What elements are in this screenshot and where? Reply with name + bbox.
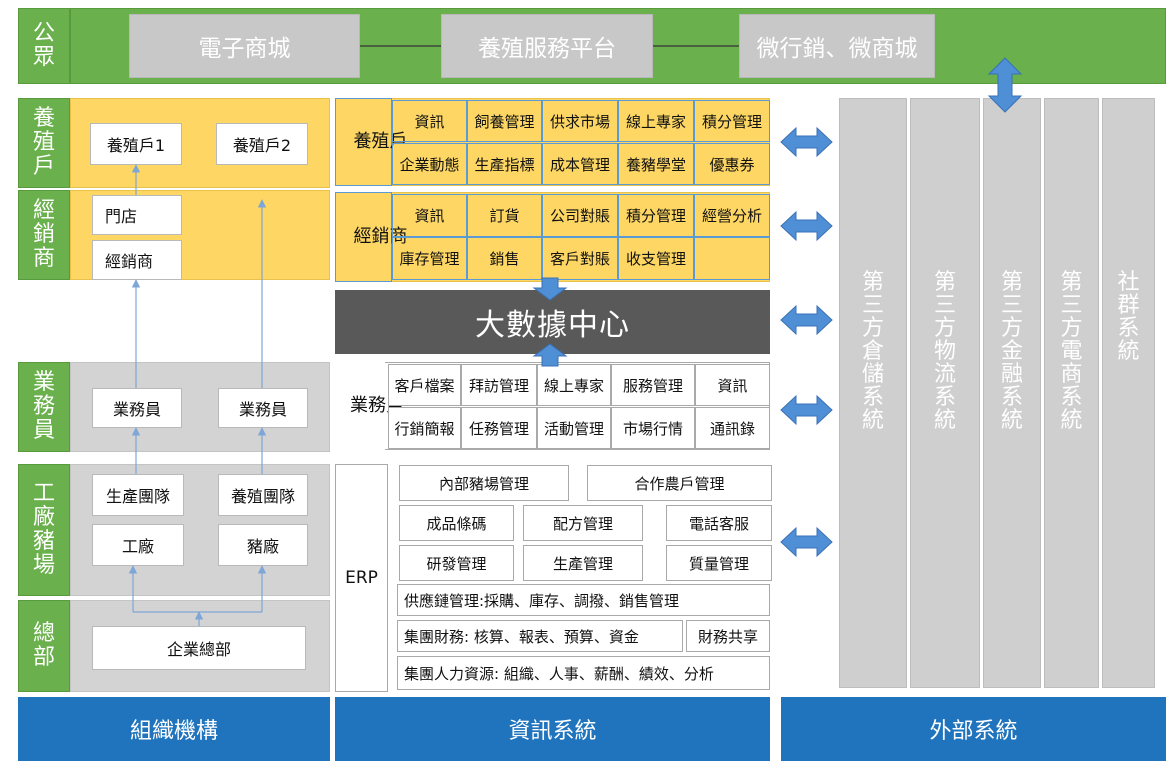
info-sales-cell: 服務管理 [611, 364, 695, 406]
farmer-1-box: 養殖戶1 [90, 123, 182, 165]
info-dealer-cell: 積分管理 [618, 194, 694, 237]
external-system-label: 第三方倉儲系統 [861, 270, 884, 433]
external-system-column: 第三方金融系統 [983, 98, 1041, 688]
info-farmer-cell: 生產指標 [467, 143, 542, 185]
info-farmer-cell: 積分管理 [694, 100, 770, 142]
erp-label: ERP [335, 464, 388, 692]
erp-phone-service: 電話客服 [666, 505, 772, 541]
info-farmer-label: 養殖戶 [335, 98, 408, 186]
factory-box: 工廠 [92, 524, 184, 566]
external-system-label: 第三方金融系統 [1000, 270, 1023, 433]
info-dealer-cell: 收支管理 [618, 237, 694, 280]
info-dealer-cell: 資訊 [392, 194, 467, 237]
pig-farm-box: 豬廠 [218, 524, 308, 566]
info-sales-cell: 行銷簡報 [388, 407, 461, 449]
erp-barcode: 成品條碼 [399, 505, 514, 541]
erp-rnd: 研發管理 [399, 545, 514, 581]
info-farmer-cell: 線上專家 [618, 100, 694, 142]
bi-arrow-erp [780, 526, 833, 558]
big-data-center: 大數據中心 [335, 290, 770, 354]
info-dealer-empty-cell [694, 237, 770, 280]
external-system-column: 第三方物流系統 [910, 98, 980, 688]
external-system-label: 社群系統 [1117, 270, 1140, 364]
section-label-hq: 總部 [18, 600, 70, 692]
bi-arrow-farmer [780, 126, 833, 158]
external-system-column: 第三方電商系統 [1044, 98, 1099, 688]
bi-arrow-big-data [780, 304, 833, 336]
external-system-label: 第三方物流系統 [933, 270, 956, 433]
section-label-public: 公眾 [18, 8, 70, 84]
info-sales-cell: 市場行情 [611, 407, 695, 449]
salesperson-2-box: 業務員 [218, 388, 308, 428]
erp-hr: 集團人力資源: 組織、人事、薪酬、績效、分析 [397, 656, 770, 690]
erp-coop-farmer: 合作農戶管理 [587, 465, 772, 501]
erp-internal-farm: 內部豬場管理 [399, 465, 569, 501]
erp-formula: 配方管理 [523, 505, 643, 541]
external-system-column: 第三方倉儲系統 [839, 98, 907, 688]
farmer-2-box: 養殖戶2 [216, 123, 308, 165]
info-dealer-cell: 公司對賬 [542, 194, 618, 237]
info-dealer-cell: 銷售 [467, 237, 542, 280]
info-sales-cell: 資訊 [695, 364, 770, 406]
info-sales-cell: 拜訪管理 [461, 364, 537, 406]
erp-production: 生產管理 [523, 545, 643, 581]
section-label-factory: 工廠豬場 [18, 464, 70, 596]
info-farmer-cell: 資訊 [392, 100, 467, 142]
info-sales-cell: 任務管理 [461, 407, 537, 449]
erp-quality: 質量管理 [666, 545, 772, 581]
bi-arrow-sales [780, 394, 833, 426]
info-farmer-cell: 企業動態 [392, 143, 467, 185]
erp-group-finance: 集團財務: 核算、報表、預算、資金 [397, 620, 683, 652]
info-farmer-cell: 供求市場 [542, 100, 618, 142]
micro-marketing-box: 微行銷、微商城 [739, 14, 935, 78]
section-label-sales: 業務員 [18, 362, 70, 452]
footer-organization: 組織機構 [18, 697, 330, 761]
salesperson-1-box: 業務員 [92, 388, 182, 428]
ecommerce-box: 電子商城 [129, 14, 360, 78]
info-sales-label: 業務員 [335, 362, 404, 450]
dealer-box: 經銷商 [92, 240, 182, 280]
info-dealer-cell: 訂貨 [467, 194, 542, 237]
info-farmer-block [335, 98, 770, 186]
service-platform-box: 養殖服務平台 [441, 14, 653, 78]
info-farmer-cell: 優惠券 [694, 143, 770, 185]
footer-information-system: 資訊系統 [335, 697, 770, 761]
erp-finance-share: 財務共享 [686, 620, 770, 652]
section-label-farmer: 養殖戶 [18, 98, 70, 188]
info-sales-cell: 線上專家 [537, 364, 611, 406]
info-farmer-cell: 養豬學堂 [618, 143, 694, 185]
info-dealer-cell: 經營分析 [694, 194, 770, 237]
headquarters-box: 企業總部 [92, 626, 306, 670]
erp-supply-chain: 供應鏈管理:採購、庫存、調撥、銷售管理 [397, 584, 770, 616]
store-box: 門店 [92, 195, 182, 235]
info-farmer-cell: 成本管理 [542, 143, 618, 185]
external-system-column: 社群系統 [1102, 98, 1155, 688]
info-dealer-label: 經銷商 [335, 192, 408, 282]
external-system-label: 第三方電商系統 [1060, 270, 1083, 433]
info-sales-cell: 通訊錄 [695, 407, 770, 449]
info-sales-cell: 客戶檔案 [388, 364, 461, 406]
footer-external-system: 外部系統 [781, 697, 1166, 761]
production-team-box: 生產團隊 [92, 474, 184, 516]
info-dealer-cell: 庫存管理 [392, 237, 467, 280]
info-farmer-cell: 飼養管理 [467, 100, 542, 142]
info-sales-cell: 活動管理 [537, 407, 611, 449]
section-label-dealer: 經銷商 [18, 190, 70, 280]
bi-arrow-dealer [780, 210, 833, 242]
info-dealer-cell: 客戶對賬 [542, 237, 618, 280]
breeding-team-box: 養殖團隊 [218, 474, 308, 516]
